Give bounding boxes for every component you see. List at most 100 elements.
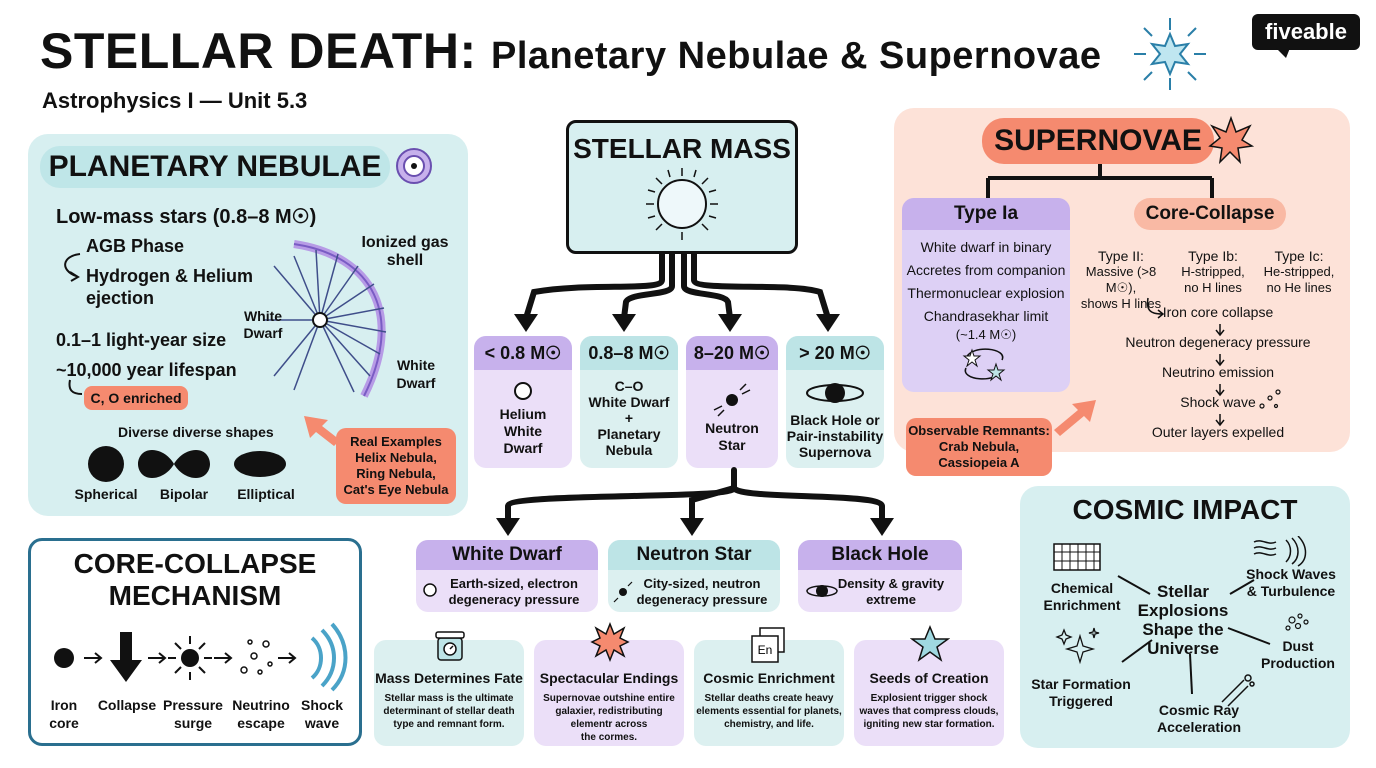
remnant-neutron-star: Neutron Star City-sized, neutron degener… — [608, 540, 780, 612]
stellar-mass-box: STELLAR MASS — [566, 120, 798, 254]
mass-col-4-head: > 20 M☉ — [786, 336, 884, 370]
element-tile-icon: En — [751, 627, 785, 663]
ci-cosmic-ray: Cosmic Ray Acceleration — [1156, 702, 1242, 735]
pn-enriched-badge: C, O enriched — [84, 386, 188, 410]
mass-col-1: < 0.8 M☉ Helium White Dwarf — [474, 336, 572, 468]
shape-elliptical: Elliptical — [237, 486, 295, 502]
black-hole-icon — [806, 383, 864, 403]
svg-text:En: En — [758, 643, 773, 657]
cosmic-impact-panel — [1020, 486, 1350, 748]
type-ia-details: White dwarf in binary Accretes from comp… — [906, 239, 1066, 342]
cc-step-collapse: Collapse — [97, 697, 157, 713]
explosion-icon — [590, 622, 630, 662]
supernova-burst-icon — [1208, 116, 1254, 165]
shock-wave-icon — [310, 622, 348, 692]
chain-iron-core: Iron core collapse — [1162, 304, 1274, 320]
nebula-icon — [396, 148, 432, 184]
collapse-arrow-icon — [110, 632, 142, 682]
pn-lifespan: ~10,000 year lifespan — [56, 360, 237, 380]
mass-col-2-head: 0.8–8 M☉ — [580, 336, 678, 370]
curved-arrow-icon — [64, 253, 81, 282]
mass-col-3-head: 8–20 M☉ — [686, 336, 778, 370]
title-main: STELLAR DEATH: — [40, 23, 477, 79]
white-dwarf-small-icon — [423, 583, 437, 597]
chain-hook-icon — [1146, 297, 1165, 319]
chain-neutrino: Neutrino emission — [1161, 364, 1275, 380]
ci-dust: Dust Production — [1261, 638, 1335, 671]
pn-ejection-1: Hydrogen & Helium — [86, 266, 254, 286]
ci-chemical: Chemical Enrichment — [1043, 580, 1121, 613]
ci-star-formation: Star Formation Triggered — [1031, 676, 1131, 709]
type-ii: Type II: Massive (>8 M☉), shows H lines — [1080, 248, 1162, 311]
scale-icon — [435, 631, 465, 661]
star-formation-icon — [1055, 627, 1100, 665]
neutrino-escape-icon — [240, 639, 273, 675]
cosmic-ray-icon — [1221, 674, 1255, 707]
fiveable-logo[interactable]: fiveable — [1252, 14, 1360, 50]
label-ionized-gas: Ionized gas shell — [361, 234, 449, 269]
label-white-dwarf-left: White Dwarf — [243, 308, 283, 341]
remnant-branch-arrows — [496, 467, 894, 536]
page-subtitle: Astrophysics I — Unit 5.3 — [42, 88, 308, 113]
chain-neutron-pressure: Neutron degeneracy pressure — [1125, 334, 1311, 350]
iron-core-icon — [54, 648, 74, 668]
mass-col-4: > 20 M☉ Black Hole or Pair-instability S… — [786, 336, 884, 468]
stellar-mass-title: STELLAR MASS — [573, 133, 791, 164]
core-collapse-head: Core-Collapse — [1134, 198, 1286, 230]
pn-agb: AGB Phase — [86, 236, 185, 256]
ci-shock: Shock Waves & Turbulence — [1246, 566, 1336, 599]
mass-branch-arrows — [514, 252, 840, 332]
remnant-black-hole: Black Hole Density & gravity extreme — [798, 540, 962, 612]
ci-center: Stellar Explosions Shape the Universe — [1137, 582, 1229, 658]
cc-step-shock: Shock wave — [300, 697, 343, 731]
core-collapse-sequence — [54, 622, 348, 692]
pressure-surge-icon — [168, 636, 212, 680]
starburst-icon — [1134, 18, 1206, 90]
shape-bipolar: Bipolar — [159, 486, 209, 502]
chain-arrows — [1215, 324, 1225, 427]
core-collapse-title: CORE-COLLAPSE MECHANISM — [73, 548, 317, 611]
nebula-shapes-icons — [88, 446, 286, 482]
remnant-white-dwarf: White Dwarf Earth-sized, electron degene… — [416, 540, 598, 612]
shape-spherical: Spherical — [74, 486, 138, 502]
observable-remnants-box: Observable Remnants: Crab Nebula, Cassio… — [906, 418, 1052, 476]
chain-outer-layers: Outer layers expelled — [1151, 424, 1285, 440]
type-ib: Type Ib: H-stripped, no H lines — [1181, 248, 1245, 295]
neutron-star-icon — [713, 383, 751, 417]
dust-icon — [1285, 613, 1309, 631]
nebula-shell-diagram — [264, 240, 387, 398]
pn-shapes-title: Diverse diverse shapes — [118, 424, 274, 440]
neutron-star-small-icon — [613, 581, 633, 603]
binary-star-icon — [962, 348, 1006, 382]
cc-step-iron-core: Iron core — [49, 697, 79, 731]
mass-col-2: 0.8–8 M☉ C–O White Dwarf + Planetary Neb… — [580, 336, 678, 468]
remnants-arrow-icon — [1054, 400, 1096, 436]
planetary-nebulae-header: PLANETARY NEBULAE — [40, 146, 390, 188]
title-rest: Planetary Nebulae & Supernovae — [491, 35, 1102, 77]
card-seeds-of-creation: Seeds of Creation Explosient trigger sho… — [854, 640, 1004, 746]
pn-ejection-2: ejection — [86, 288, 155, 308]
supernovae-branch-lines — [986, 164, 1214, 198]
pn-mass-range: Low-mass stars (0.8–8 M☉) — [56, 206, 317, 228]
logo-tail — [1276, 48, 1290, 58]
pn-examples-box: Real Examples Helix Nebula, Ring Nebula,… — [336, 428, 456, 504]
page-title: STELLAR DEATH: Planetary Nebulae & Super… — [40, 22, 1102, 80]
type-ia-box — [902, 198, 1070, 392]
type-ia-head: Type Ia — [902, 198, 1070, 230]
black-hole-small-icon — [806, 585, 838, 597]
particles-icon — [1259, 389, 1281, 409]
cosmic-impact-diagram — [1053, 536, 1309, 707]
hook-arrow-icon — [68, 379, 83, 395]
shock-waves-icon — [1253, 536, 1307, 567]
mass-col-3: 8–20 M☉ Neutron Star — [686, 336, 778, 468]
pn-size: 0.1–1 light-year size — [56, 330, 227, 350]
cc-step-neutrino: Neutrino escape — [232, 697, 290, 731]
white-dwarf-icon — [514, 382, 532, 400]
cosmic-impact-title: COSMIC IMPACT — [1072, 494, 1298, 525]
core-collapse-panel — [28, 538, 362, 746]
mass-col-1-head: < 0.8 M☉ — [474, 336, 572, 370]
sun-icon — [646, 168, 718, 240]
label-white-dwarf-right: White Dwarf — [396, 357, 436, 391]
chain-shock: Shock wave — [1180, 394, 1256, 410]
star-icon — [910, 625, 950, 662]
